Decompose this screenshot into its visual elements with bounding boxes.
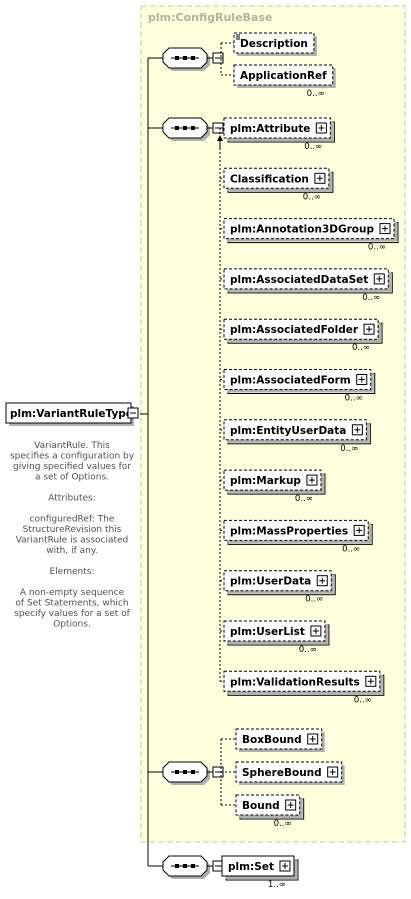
connectors: [140, 57, 163, 867]
element-label: plm:EntityUserData: [230, 425, 346, 437]
doc-line: VariantRule. This: [34, 441, 110, 451]
expand-icon[interactable]: [315, 122, 327, 134]
expand-icon[interactable]: [285, 799, 297, 811]
collapse-icon[interactable]: [127, 407, 139, 419]
expand-icon[interactable]: [365, 675, 377, 687]
cardinality-label: 0..∞: [342, 544, 360, 554]
element-label: plm:UserData: [230, 576, 311, 588]
schema-element[interactable]: ApplicationRef 0..∞: [233, 64, 336, 99]
doc-line: specifies a configuration by: [10, 452, 135, 462]
cardinality-label: 0..∞: [345, 394, 363, 404]
element-label: SphereBound: [242, 767, 322, 779]
schema-element[interactable]: plm:UserList 0..∞: [223, 620, 330, 655]
schema-element[interactable]: plm:MassProperties 0..∞: [223, 519, 373, 554]
schema-element[interactable]: plm:UserData 0..∞: [223, 570, 336, 605]
element-label: plm:AssociatedFolder: [230, 324, 359, 336]
sequence-compositor[interactable]: [162, 855, 224, 879]
doc-line: Options.: [53, 620, 91, 630]
sequence-compositor[interactable]: [162, 47, 224, 71]
expand-icon[interactable]: [279, 860, 291, 872]
element-label: plm:ValidationResults: [230, 676, 360, 688]
expand-icon[interactable]: [327, 766, 339, 778]
schema-element[interactable]: SphereBound: [235, 761, 345, 785]
element-label: plm:Attribute: [230, 123, 310, 135]
element-label: plm:AssociatedDataSet: [230, 274, 368, 286]
doc-line: with, if any.: [46, 546, 97, 556]
element-label: plm:MassProperties: [230, 525, 348, 537]
doc-line: StructureRevision this: [23, 525, 122, 535]
element-label: plm:Annotation3DGroup: [230, 224, 374, 236]
schema-element[interactable]: plm:Attribute 0..∞: [223, 117, 335, 152]
cardinality-label: 0..∞: [303, 192, 321, 202]
expand-icon[interactable]: [316, 575, 328, 587]
schema-element[interactable]: plm:AssociatedFolder 0..∞: [223, 318, 383, 353]
sequence-compositor[interactable]: [162, 761, 224, 785]
expand-icon[interactable]: [379, 223, 391, 235]
cardinality-label: 0..∞: [352, 343, 370, 353]
expand-icon[interactable]: [306, 474, 318, 486]
cardinality-label: 0..∞: [368, 243, 386, 253]
cardinality-label: 0..∞: [307, 89, 325, 99]
doc-line: configuredRef: The: [30, 515, 115, 525]
doc-line: of Set Statements, which: [15, 599, 128, 609]
branch-lines: [219, 127, 224, 682]
doc-line: VariantRule is associated: [16, 536, 129, 546]
cardinality-label: 0..∞: [340, 444, 358, 454]
schema-element[interactable]: Description: [233, 32, 317, 56]
sequence-compositor[interactable]: [162, 117, 224, 141]
expand-icon[interactable]: [307, 733, 319, 745]
doc-line: Attributes:: [48, 494, 95, 504]
root-element[interactable]: plm:VariantRuleType: [5, 402, 139, 426]
element-label: Bound: [242, 800, 280, 812]
schema-element[interactable]: Classification 0..∞: [223, 167, 334, 202]
doc-line: specify values for a set of: [14, 609, 130, 619]
expand-icon[interactable]: [351, 424, 363, 436]
element-label: Classification: [230, 173, 309, 185]
schema-element[interactable]: plm:Markup 0..∞: [223, 469, 326, 504]
doc-line: giving specified values for: [13, 462, 131, 472]
schema-element[interactable]: plm:AssociatedForm 0..∞: [223, 369, 376, 404]
element-label: plm:Set: [228, 861, 274, 873]
cardinality-label: 0..∞: [274, 819, 292, 829]
schema-element[interactable]: plm:Set 1..∞: [221, 855, 299, 890]
cardinality-label: 0..∞: [295, 494, 313, 504]
element-label: ApplicationRef: [240, 70, 327, 82]
expand-icon[interactable]: [353, 524, 365, 536]
element-label: plm:UserList: [230, 626, 305, 638]
element-label: Description: [240, 38, 308, 50]
schema-element[interactable]: plm:ValidationResults 0..∞: [223, 670, 385, 705]
branch-lines: [220, 738, 236, 806]
cardinality-label: 0..∞: [299, 645, 317, 655]
expand-icon[interactable]: [363, 323, 375, 335]
base-group-title: plm:ConfigRuleBase: [148, 11, 272, 24]
expand-icon[interactable]: [373, 273, 385, 285]
cardinality-label: 0..∞: [305, 595, 323, 605]
schema-element[interactable]: plm:Annotation3DGroup 0..∞: [223, 218, 399, 253]
expand-icon[interactable]: [356, 374, 368, 385]
schema-element[interactable]: plm:EntityUserData 0..∞: [223, 419, 371, 454]
expand-icon[interactable]: [314, 172, 326, 184]
cardinality-label: 1..∞: [268, 880, 286, 890]
svg-text:plm:VariantRuleType: plm:VariantRuleType: [10, 408, 133, 420]
expand-icon[interactable]: [310, 625, 322, 637]
schema-element[interactable]: BoxBound: [235, 728, 325, 752]
cardinality-label: 0..∞: [362, 293, 380, 303]
cardinality-label: 0..∞: [304, 142, 322, 152]
schema-element[interactable]: Bound 0..∞: [235, 794, 305, 829]
doc-line: Elements:: [50, 567, 95, 577]
doc-line: a set of Options.: [35, 473, 109, 483]
schema-element[interactable]: plm:AssociatedDataSet 0..∞: [223, 268, 393, 303]
branch-lines: [220, 42, 234, 76]
element-label: plm:AssociatedForm: [230, 375, 351, 387]
element-label: BoxBound: [242, 734, 302, 746]
cardinality-label: 0..∞: [354, 695, 372, 705]
doc-line: A non-empty sequence: [20, 588, 125, 598]
element-label: plm:Markup: [230, 475, 301, 487]
